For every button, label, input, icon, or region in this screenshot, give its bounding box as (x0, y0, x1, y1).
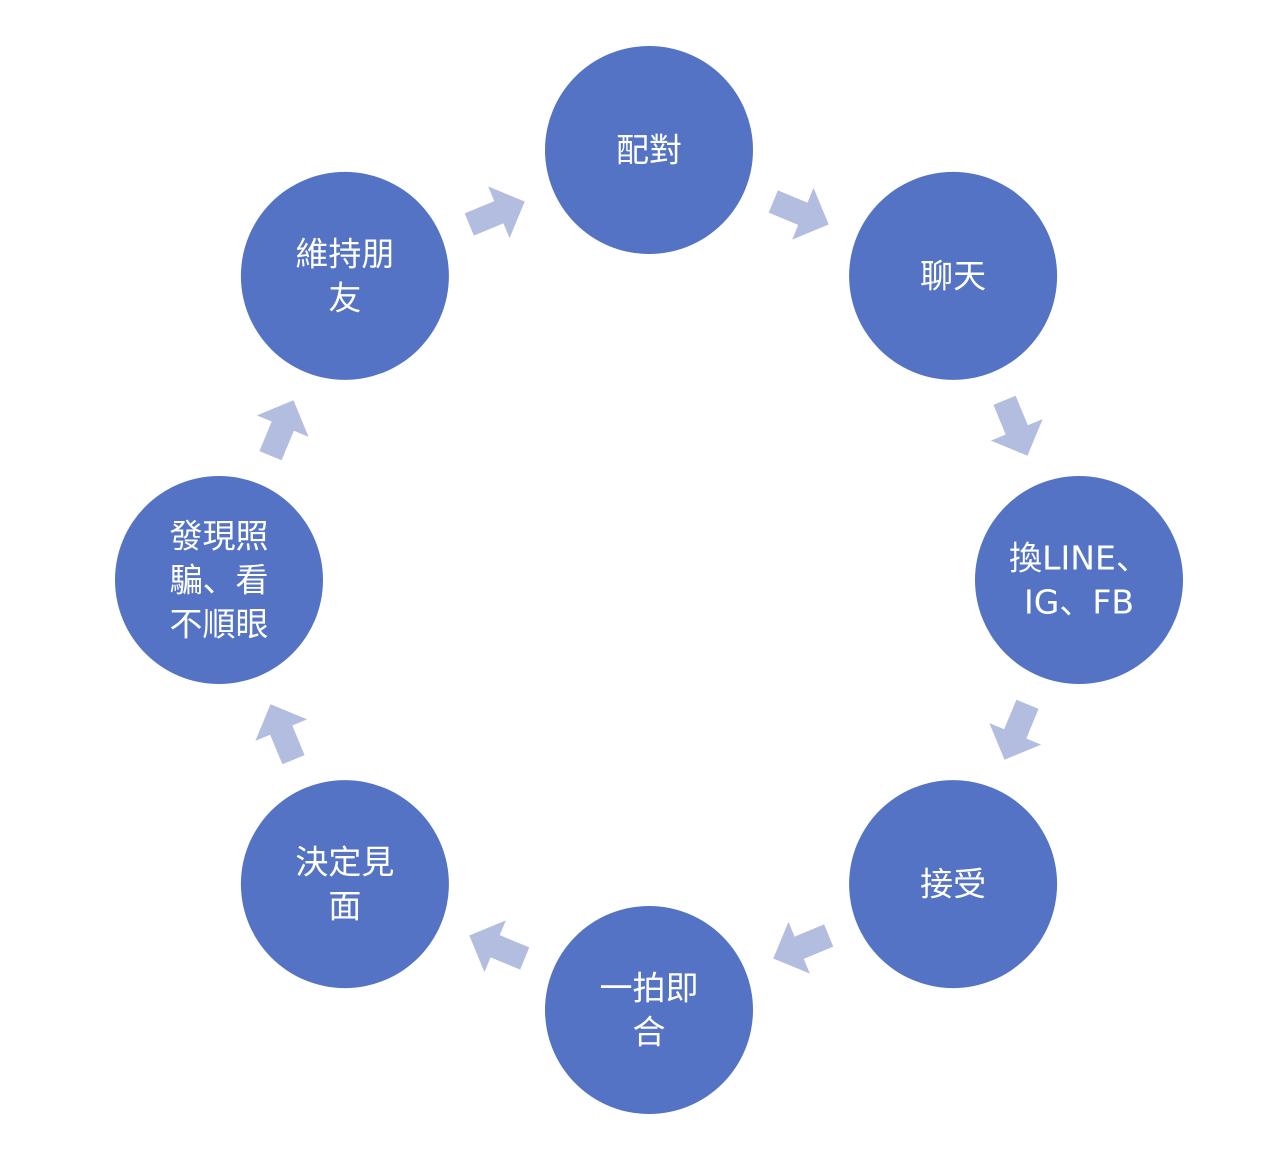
node-label-decide-meet-line-1: 決定見 (295, 843, 394, 882)
node-circle-scam-dislike (115, 476, 323, 684)
node-exchange: 換LINE、 IG、FB (975, 476, 1183, 684)
arrow-chat-to-exchange (990, 395, 1043, 456)
node-circle-exchange (975, 476, 1183, 684)
node-label-scam-dislike-line-1: 發現照 (170, 517, 269, 556)
node-circle-pairing (545, 46, 753, 254)
node-label-hit-it-off-line-1: 一拍即 (600, 969, 699, 1008)
arrow-hit-it-off-to-decide-meet (469, 920, 530, 973)
node-circle-chat (849, 171, 1058, 380)
arrow-accept-to-hit-it-off (773, 921, 834, 974)
node-label-hit-it-off-line-2: 合 (633, 1013, 666, 1052)
node-label-exchange-line-2: IG、FB (1024, 583, 1134, 622)
node-circle-decide-meet (240, 780, 449, 989)
node-label-chat-line-1: 聊天 (920, 256, 986, 295)
node-label-accept-line-1: 接受 (920, 865, 986, 904)
node-circle-accept (849, 780, 1058, 989)
arrow-decide-meet-to-scam-dislike (255, 704, 308, 765)
arrows-layer (255, 186, 1043, 974)
node-circle-hit-it-off (545, 906, 753, 1114)
arrow-pairing-to-chat (768, 187, 829, 240)
node-pairing: 配對 (545, 46, 753, 254)
node-accept: 接受 (849, 780, 1058, 989)
node-label-decide-meet-line-2: 面 (328, 887, 361, 926)
node-label-pairing-line-1: 配對 (616, 131, 682, 170)
node-circle-stay-friends (240, 171, 449, 380)
arrow-exchange-to-accept (989, 699, 1042, 760)
node-label-exchange-line-1: 換LINE、 (1009, 539, 1149, 578)
arrow-stay-friends-to-pairing (464, 186, 525, 239)
node-label-scam-dislike-line-2: 騙、看 (170, 561, 269, 600)
arrow-scam-dislike-to-stay-friends (256, 400, 309, 461)
node-label-stay-friends-line-1: 維持朋 (295, 234, 394, 273)
node-chat: 聊天 (849, 171, 1058, 380)
node-label-scam-dislike-line-3: 不順眼 (170, 605, 269, 644)
node-label-stay-friends-line-2: 友 (328, 278, 361, 317)
